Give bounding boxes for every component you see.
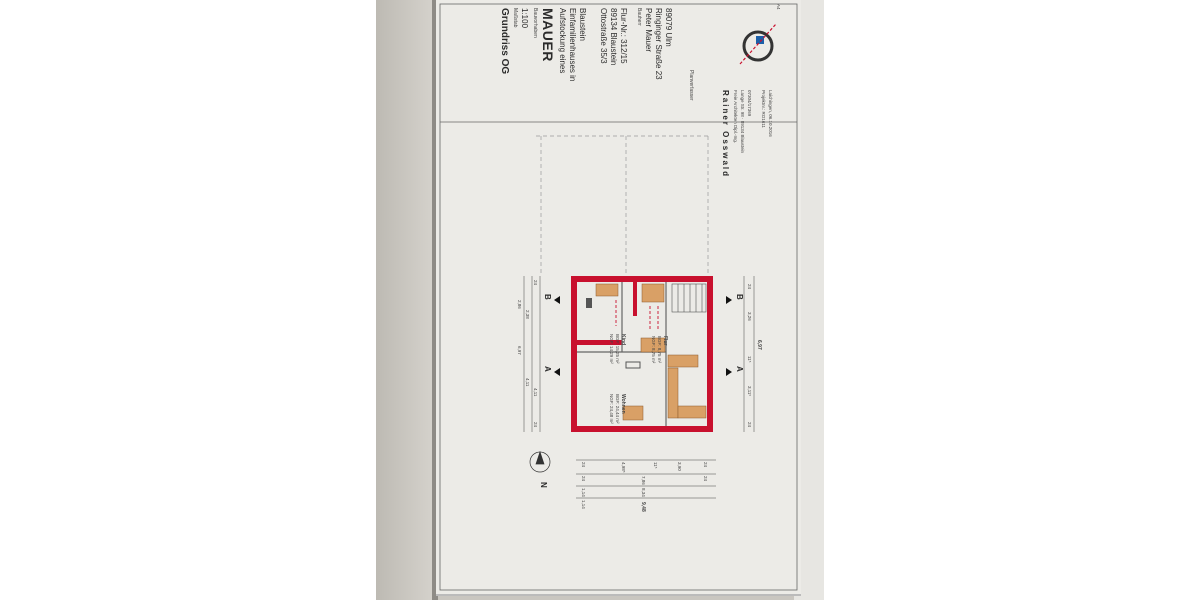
dim-bottom-1: 24 bbox=[581, 462, 586, 468]
section-b-right: B bbox=[735, 294, 744, 300]
exterior-walls bbox=[571, 276, 713, 432]
dim-bottom-9: 1,14 bbox=[581, 488, 586, 497]
dim-right-5: 24 bbox=[747, 422, 752, 428]
document-photo: Grundriss OG Maßstab 1:100 Bauvorhaben M… bbox=[376, 0, 824, 600]
section-a-right: A bbox=[735, 366, 744, 372]
room-flur-bgf: BGF: 8,75 m² bbox=[657, 336, 662, 364]
room-wohnen-bgf: BGF: 24,44 m² bbox=[615, 394, 620, 424]
existing-outline bbox=[536, 135, 709, 276]
room-flur-name: Flur bbox=[662, 336, 668, 346]
dim-bottom-4: 3,90 bbox=[677, 462, 682, 471]
dim-bottom-7: 7,86 bbox=[641, 476, 646, 485]
dim-right-1: 24 bbox=[747, 284, 752, 290]
binder-background bbox=[376, 0, 436, 600]
dim-bottom-8: 24 bbox=[703, 476, 708, 482]
floor-plan-drawing bbox=[439, 3, 798, 591]
room-kind-name: Kind bbox=[620, 334, 626, 346]
dim-left-4: 4,11 bbox=[525, 378, 530, 387]
dim-right-2: 3,26 bbox=[747, 312, 752, 321]
north-arrow-icon bbox=[529, 450, 551, 473]
dim-right-3: 11⁵ bbox=[747, 356, 752, 363]
roof-slope-lines bbox=[615, 300, 659, 330]
dim-left-3: 6,97 bbox=[517, 346, 522, 355]
dim-bottom-2: 4,98⁵ bbox=[621, 462, 626, 473]
dim-left-2: 2,38 bbox=[525, 310, 530, 319]
dim-bottom-10: 8,34 bbox=[641, 488, 646, 497]
plan-sheet: Grundriss OG Maßstab 1:100 Bauvorhaben M… bbox=[436, 0, 801, 596]
room-kind-ngf: NGF: 14,29 m² bbox=[609, 334, 614, 364]
dim-right-total: 6,97 bbox=[756, 340, 762, 350]
section-b-left: B bbox=[543, 294, 552, 300]
firm-logo bbox=[739, 23, 777, 65]
dim-bottom-total: 9,48 bbox=[640, 502, 646, 512]
north-label: N bbox=[539, 482, 548, 488]
staircase bbox=[671, 283, 707, 313]
dim-bottom-6: 24 bbox=[581, 476, 586, 482]
dim-bottom-3: 11⁵ bbox=[653, 462, 658, 469]
room-wohnen-name: Wohnen bbox=[620, 394, 626, 414]
dim-bottom-11: 1,14 bbox=[581, 500, 586, 509]
bottom-dimension-lines bbox=[576, 459, 716, 499]
furniture bbox=[595, 283, 707, 421]
room-wohnen-ngf: NGF: 24,48 m² bbox=[609, 394, 614, 424]
section-a-left: A bbox=[543, 366, 552, 372]
right-dimension-lines bbox=[743, 276, 755, 432]
dim-bottom-5: 24 bbox=[703, 462, 708, 468]
page-edge-shadow bbox=[432, 0, 438, 600]
room-kind-bgf: BGF: 15,25 m² bbox=[615, 334, 620, 364]
dim-left-5: 4,11 bbox=[533, 388, 538, 397]
dim-right-4: 3,11⁵ bbox=[747, 386, 752, 397]
dim-left-7: 24 bbox=[533, 422, 538, 428]
fixtures bbox=[586, 298, 641, 369]
dim-left-6: 24 bbox=[533, 280, 538, 286]
left-dimension-lines bbox=[523, 276, 541, 432]
sheet-border bbox=[439, 3, 798, 591]
dim-left-1: 2,86 bbox=[517, 300, 522, 309]
room-flur-ngf: NGF: 8,75 m² bbox=[651, 336, 656, 364]
section-arrows bbox=[554, 296, 732, 376]
